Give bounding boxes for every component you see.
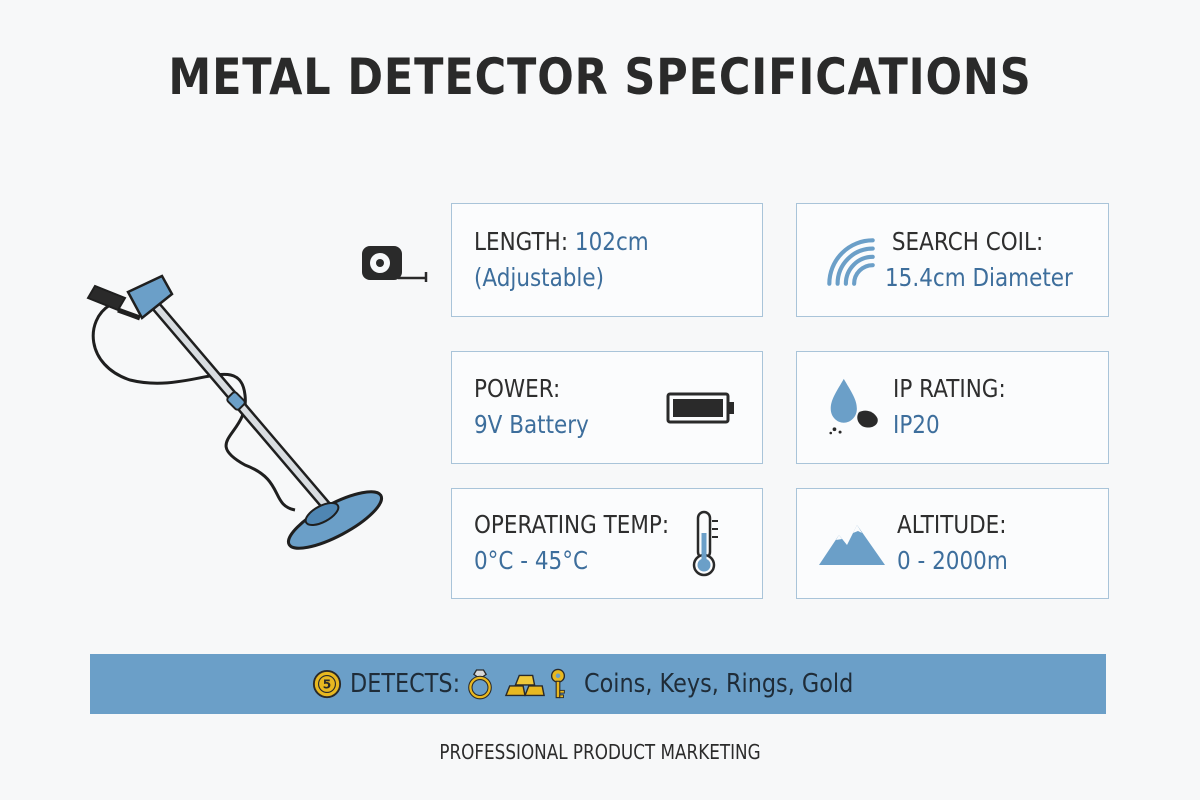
search-coil-icon [827, 238, 875, 286]
page-title: METAL DETECTOR SPECIFICATIONS [168, 48, 1032, 106]
spec-card-power: POWER: 9V Battery [451, 351, 763, 464]
gold-bars-icon [504, 674, 545, 697]
spec-card-length: LENGTH: 102cm (Adjustable) [451, 203, 763, 317]
water-drop-icon [829, 378, 878, 435]
search-coil-value: 15.4cm Diameter [885, 263, 1073, 292]
detects-label: DETECTS: [350, 669, 461, 699]
tape-measure-icon [362, 246, 428, 282]
thermometer-icon [692, 510, 718, 577]
detects-banner: 5 DETECTS: Coins, Keys, Rings, Gold [90, 654, 1106, 714]
ring-icon [468, 669, 492, 700]
detects-items: Coins, Keys, Rings, Gold [584, 669, 854, 699]
battery-icon [666, 392, 734, 424]
key-icon [550, 668, 566, 699]
spec-card-altitude: ALTITUDE: 0 - 2000m [796, 488, 1109, 599]
search-coil-label: SEARCH COIL: [891, 227, 1044, 256]
length-note: (Adjustable) [474, 263, 605, 292]
altitude-label: ALTITUDE: [897, 510, 1007, 539]
metal-detector-illustration [86, 274, 384, 550]
power-value: 9V Battery [474, 410, 589, 439]
spec-card-ip-rating: IP RATING: IP20 [796, 351, 1109, 464]
footer-tagline: PROFESSIONAL PRODUCT MARKETING [439, 740, 761, 764]
coin-symbol: 5 [323, 678, 331, 692]
operating-temp-label: OPERATING TEMP: [474, 510, 670, 539]
power-label: POWER: [474, 374, 561, 403]
mountain-icon [819, 525, 885, 565]
operating-temp-value: 0°C - 45°C [474, 546, 588, 575]
altitude-value: 0 - 2000m [897, 546, 1008, 575]
ip-rating-value: IP20 [893, 410, 940, 439]
length-value: 102cm [574, 227, 649, 256]
ip-rating-label: IP RATING: [893, 374, 1006, 403]
spec-card-search-coil: SEARCH COIL: 15.4cm Diameter [796, 203, 1109, 317]
length-label: LENGTH: [474, 227, 575, 256]
coin-icon: 5 [312, 669, 342, 699]
spec-card-operating-temp: OPERATING TEMP: 0°C - 45°C [451, 488, 763, 599]
